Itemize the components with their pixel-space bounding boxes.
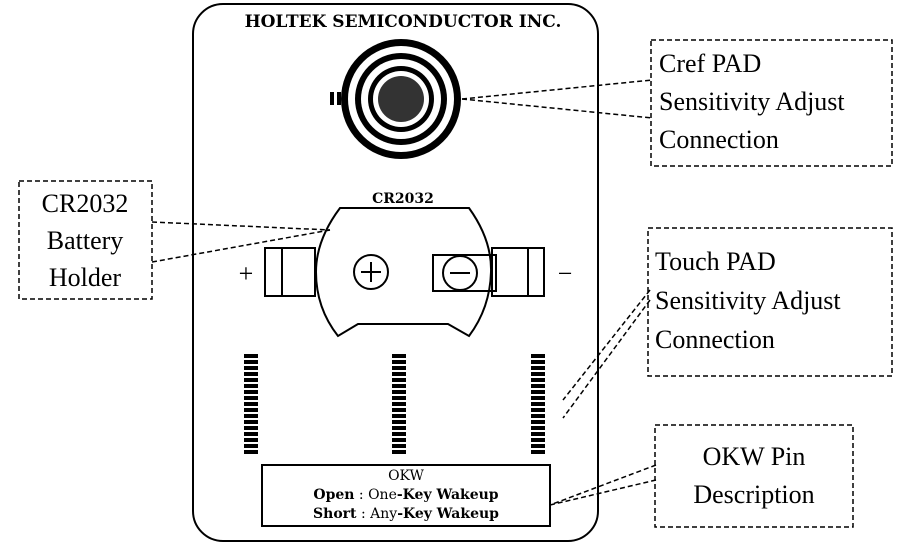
pcb-outline xyxy=(192,3,599,542)
jumper-segment xyxy=(392,432,406,436)
callout-battery: CR2032 Battery Holder xyxy=(42,189,129,292)
callout-cref-line-1: Cref PAD xyxy=(659,49,761,78)
jumper-segment xyxy=(244,366,258,370)
jumper-segment xyxy=(531,438,545,442)
okw-separator: : xyxy=(357,506,371,522)
jumper-segment xyxy=(531,414,545,418)
jumper-segment xyxy=(244,414,258,418)
callout-battery-line-1: CR2032 xyxy=(42,189,129,218)
okw-open-pre: One xyxy=(368,487,397,503)
jumper-segment xyxy=(531,366,545,370)
callout-touch-line-3: Connection xyxy=(655,325,775,354)
okw-separator: : xyxy=(354,487,368,503)
jumper-segment xyxy=(244,408,258,412)
okw-short-pre: Any xyxy=(369,506,397,522)
jumper-segment xyxy=(392,372,406,376)
jumper-segment xyxy=(531,384,545,388)
callout-okw-pin: OKW Pin Description xyxy=(693,442,814,509)
callout-leaders xyxy=(151,79,657,506)
okw-open-label: Open xyxy=(313,487,354,503)
jumper-segment xyxy=(244,420,258,424)
okw-open-line: Open : One-Key Wakeup xyxy=(313,487,498,503)
callout-battery-box xyxy=(18,180,153,300)
touch-jumper-middle xyxy=(392,354,406,454)
jumper-segment xyxy=(531,432,545,436)
jumper-segment xyxy=(392,396,406,400)
jumper-segment xyxy=(392,420,406,424)
jumper-segment xyxy=(531,390,545,394)
jumper-segment xyxy=(244,402,258,406)
jumper-segment xyxy=(531,360,545,364)
callout-touch: Touch PAD Sensitivity Adjust Connection xyxy=(655,247,841,354)
jumper-segment xyxy=(244,444,258,448)
jumper-segment xyxy=(244,378,258,382)
cref-touch-pad xyxy=(341,39,461,159)
jumper-segment xyxy=(244,384,258,388)
okw-short-label: Short xyxy=(313,506,357,522)
jumper-segment xyxy=(392,402,406,406)
jumper-segment xyxy=(531,354,545,358)
okw-heading: OKW xyxy=(388,468,424,484)
jumper-segment xyxy=(244,390,258,394)
jumper-segment xyxy=(392,390,406,394)
callout-battery-line-2: Battery xyxy=(47,226,124,255)
jumper-segment xyxy=(531,450,545,454)
jumper-segment xyxy=(392,438,406,442)
jumper-segment xyxy=(531,396,545,400)
touch-jumper-left xyxy=(244,354,258,454)
cref-jumper xyxy=(330,92,348,105)
jumper-segment xyxy=(244,372,258,376)
jumper-segment xyxy=(531,378,545,382)
callout-touch-line-2: Sensitivity Adjust xyxy=(655,286,841,315)
jumper-segment xyxy=(531,444,545,448)
callout-cref: Cref PAD Sensitivity Adjust Connection xyxy=(659,49,845,154)
okw-box xyxy=(261,464,551,527)
callout-touch-line-1: Touch PAD xyxy=(655,247,776,276)
plus-terminal-sign: + xyxy=(239,259,254,288)
callout-cref-line-2: Sensitivity Adjust xyxy=(659,87,845,116)
jumper-segment xyxy=(244,426,258,430)
jumper-segment xyxy=(531,426,545,430)
jumper-segment xyxy=(244,396,258,400)
okw-short-line: Short : Any-Key Wakeup xyxy=(313,506,499,522)
jumper-segment xyxy=(244,354,258,358)
board-title: HOLTEK SEMICONDUCTOR INC. xyxy=(245,12,562,32)
jumper-segment xyxy=(392,414,406,418)
okw-open-post: Key Wakeup xyxy=(403,487,499,503)
jumper-segment xyxy=(392,360,406,364)
jumper-segment xyxy=(392,444,406,448)
jumper-segment xyxy=(392,384,406,388)
jumper-segment xyxy=(392,450,406,454)
jumper-segment xyxy=(531,408,545,412)
jumper-segment xyxy=(244,438,258,442)
callout-cref-line-3: Connection xyxy=(659,125,779,154)
jumper-segment xyxy=(392,366,406,370)
jumper-segment xyxy=(392,408,406,412)
jumper-segment xyxy=(392,378,406,382)
jumper-segment xyxy=(531,402,545,406)
jumper-segment xyxy=(531,420,545,424)
jumper-segment xyxy=(392,354,406,358)
callout-cref-box xyxy=(650,39,893,167)
okw-short-post: Key Wakeup xyxy=(403,506,499,522)
battery-holder xyxy=(264,207,545,338)
callout-okw-line-2: Description xyxy=(693,480,814,509)
callout-touch-box xyxy=(647,227,893,377)
callout-okw-line-1: OKW Pin xyxy=(703,442,806,471)
jumper-segment xyxy=(531,372,545,376)
jumper-segment xyxy=(244,432,258,436)
touch-jumper-right xyxy=(531,354,545,454)
jumper-segment xyxy=(244,450,258,454)
callout-okw-box xyxy=(654,424,854,528)
minus-terminal-sign: − xyxy=(558,259,573,288)
jumper-segment xyxy=(244,360,258,364)
jumper-segment xyxy=(392,426,406,430)
battery-label: CR2032 xyxy=(372,191,434,207)
callout-battery-line-3: Holder xyxy=(49,263,122,292)
